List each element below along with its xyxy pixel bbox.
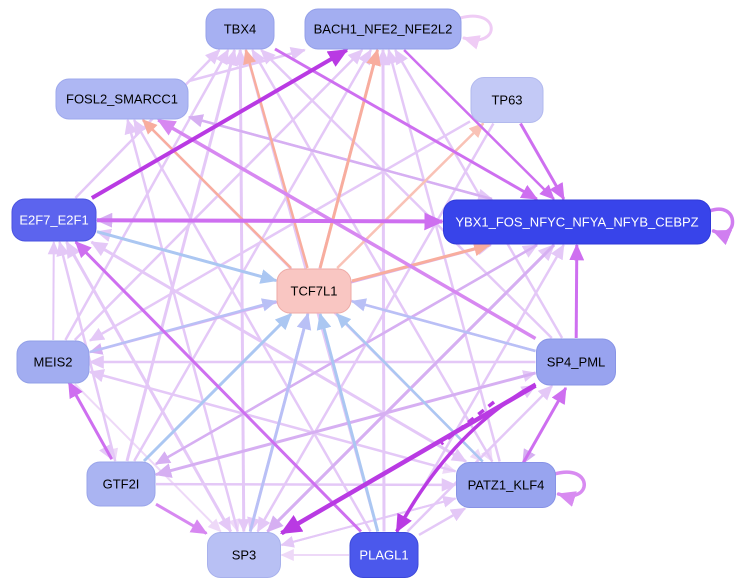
node-box-BACH1[interactable] bbox=[304, 8, 462, 50]
edge-E2F7-SP3 bbox=[65, 241, 232, 533]
edge-TCF7L1-TP63 bbox=[336, 122, 485, 269]
self-loop-BACH1 bbox=[458, 14, 493, 50]
edge-SP4_PML-TCF7L1 bbox=[350, 298, 536, 353]
edge-PATZ1-TCF7L1 bbox=[335, 313, 484, 463]
edge-SP4_PML-SP3 bbox=[280, 383, 537, 536]
edge-E2F7-YBX1 bbox=[96, 212, 445, 231]
edge-E2F7-PATZ1 bbox=[90, 240, 467, 463]
node-box-TBX4[interactable] bbox=[205, 8, 275, 50]
node-box-SP3[interactable] bbox=[207, 532, 281, 578]
node-SP4_PML[interactable]: SP4_PML bbox=[536, 338, 616, 386]
edge-TCF7L1-TBX4 bbox=[243, 48, 309, 269]
edge-GTF2I-MEIS2 bbox=[67, 380, 114, 460]
edge-SP4_PML-YBX1 bbox=[569, 243, 585, 339]
node-box-TP63[interactable] bbox=[470, 77, 544, 123]
node-MEIS2[interactable]: MEIS2 bbox=[16, 340, 90, 384]
edges-layer bbox=[47, 14, 735, 562]
node-box-TCF7L1[interactable] bbox=[276, 268, 352, 314]
node-YBX1[interactable]: YBX1_FOS_NFYC_NFYA_NFYB_CEBPZ bbox=[443, 199, 711, 245]
edge-PLAGL1-BACH1 bbox=[375, 48, 391, 532]
edge-PLAGL1-FOSL2 bbox=[133, 118, 372, 533]
edge-SP4_PML-GTF2I bbox=[154, 371, 536, 478]
node-box-FOSL2[interactable] bbox=[55, 78, 189, 120]
edge-MEIS2-TCF7L1 bbox=[89, 298, 278, 354]
edge-E2F7-TCF7L1 bbox=[96, 230, 278, 284]
node-PLAGL1[interactable]: PLAGL1 bbox=[349, 532, 419, 578]
node-BACH1[interactable]: BACH1_NFE2_NFE2L2 bbox=[304, 8, 462, 50]
node-FOSL2[interactable]: FOSL2_SMARCC1 bbox=[55, 78, 189, 120]
node-box-MEIS2[interactable] bbox=[16, 340, 90, 384]
edge-SP4_PML-PLAGL1 bbox=[395, 382, 537, 533]
node-TP63[interactable]: TP63 bbox=[470, 77, 544, 123]
edge-TCF7L1-BACH1 bbox=[318, 48, 381, 269]
node-E2F7[interactable]: E2F7_E2F1 bbox=[11, 198, 97, 242]
node-PATZ1[interactable]: PATZ1_KLF4 bbox=[456, 462, 556, 508]
edge-GTF2I-SP3 bbox=[155, 502, 208, 535]
edge-SP3-TCF7L1 bbox=[248, 312, 312, 532]
edge-TP63-YBX1 bbox=[519, 122, 566, 201]
edge-PLAGL1-PATZ1 bbox=[418, 507, 467, 536]
edge-YBX1-GTF2I bbox=[154, 243, 538, 465]
node-TBX4[interactable]: TBX4 bbox=[205, 8, 275, 50]
edge-PATZ1-SP3 bbox=[280, 497, 456, 548]
self-loop-PATZ1 bbox=[552, 470, 586, 507]
node-TCF7L1[interactable]: TCF7L1 bbox=[276, 268, 352, 314]
node-box-GTF2I[interactable] bbox=[86, 461, 156, 507]
edge-SP4_PML-TBX4 bbox=[260, 49, 553, 339]
edge-SP4_PML-FOSL2 bbox=[157, 118, 537, 341]
node-box-E2F7[interactable] bbox=[11, 198, 97, 242]
edge-PLAGL1-TCF7L1 bbox=[316, 312, 380, 532]
edge-BACH1-YBX1 bbox=[403, 49, 555, 200]
node-box-YBX1[interactable] bbox=[443, 199, 711, 245]
node-box-SP4_PML[interactable] bbox=[536, 338, 616, 386]
node-box-PLAGL1[interactable] bbox=[349, 532, 419, 578]
edge-PLAGL1-E2F7 bbox=[74, 240, 362, 533]
node-GTF2I[interactable]: GTF2I bbox=[86, 461, 156, 507]
edge-MEIS2-E2F7 bbox=[47, 240, 60, 341]
edge-PATZ1-TBX4 bbox=[251, 48, 494, 463]
node-box-PATZ1[interactable] bbox=[456, 462, 556, 508]
edge-YBX1-FOSL2 bbox=[187, 114, 493, 201]
edge-TP63-SP3 bbox=[256, 122, 495, 533]
edge-PATZ1-SP4_PML bbox=[521, 386, 568, 465]
edge-TBX4-YBX1 bbox=[274, 47, 538, 201]
edge-TP63-MEIS2 bbox=[88, 120, 471, 342]
node-SP3[interactable]: SP3 bbox=[207, 532, 281, 578]
edge-TCF7L1-FOSL2 bbox=[142, 119, 292, 269]
edge-TCF7L1-YBX1 bbox=[351, 241, 491, 283]
self-loop-YBX1 bbox=[707, 207, 735, 246]
edge-MEIS2-TBX4 bbox=[64, 48, 230, 341]
multi-edge-dash-marks bbox=[439, 400, 496, 446]
edge-GTF2I-PATZ1 bbox=[155, 478, 457, 492]
edge-E2F7-BACH1 bbox=[90, 48, 349, 200]
